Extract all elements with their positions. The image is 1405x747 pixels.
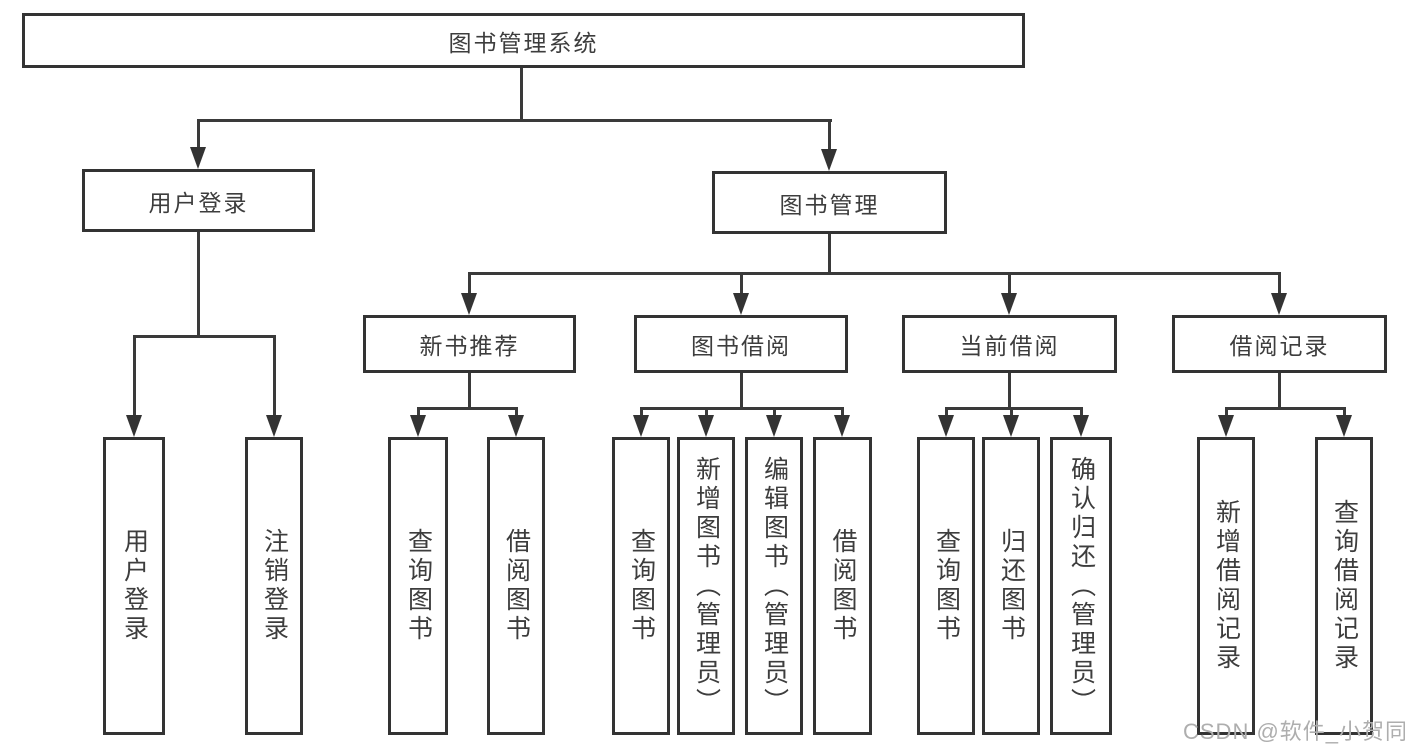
node-new-book-recommend: 新书推荐 <box>363 315 576 373</box>
node-user-login-label: 用户登录 <box>148 189 249 216</box>
leaf-query-books-borrow-label: 查询图书 <box>627 528 656 644</box>
connector-line <box>640 407 643 417</box>
connector-line <box>945 407 948 417</box>
connector-line <box>520 68 523 122</box>
arrowhead-icon <box>1336 415 1352 437</box>
connector-line <box>740 272 743 295</box>
leaf-query-borrow-record-label: 查询借阅记录 <box>1330 499 1359 673</box>
watermark: CSDN @软件_小贺同学 <box>1183 719 1405 744</box>
node-root: 图书管理系统 <box>22 13 1025 68</box>
connector-line <box>515 407 518 417</box>
connector-line <box>641 407 843 410</box>
leaf-borrow-books-label: 借阅图书 <box>829 528 857 644</box>
connector-line <box>273 335 276 417</box>
node-current-borrow-label: 当前借阅 <box>959 333 1060 359</box>
arrowhead-icon <box>461 293 477 315</box>
leaf-query-books-recommend: 查询图书 <box>388 437 448 735</box>
connector-line <box>1008 272 1011 295</box>
connector-line <box>705 407 708 417</box>
node-new-book-recommend-label: 新书推荐 <box>419 333 520 359</box>
node-book-borrow: 图书借阅 <box>634 315 848 373</box>
arrowhead-icon <box>821 149 837 171</box>
leaf-confirm-return-admin-label: 确认归还（管理员） <box>1067 455 1096 717</box>
connector-line <box>773 407 776 417</box>
connector-line <box>197 119 200 149</box>
leaf-add-borrow-record-label: 新增借阅记录 <box>1212 499 1241 673</box>
node-book-management-label: 图书管理 <box>779 191 880 218</box>
leaf-query-borrow-record: 查询借阅记录 <box>1315 437 1373 735</box>
leaf-return-books-label: 归还图书 <box>997 528 1026 644</box>
node-root-label: 图书管理系统 <box>448 29 599 56</box>
leaf-logout: 注销登录 <box>245 437 303 735</box>
connector-line <box>469 272 1281 275</box>
leaf-logout-label: 注销登录 <box>260 528 289 644</box>
connector-line <box>946 407 1081 410</box>
leaf-edit-books-admin-label: 编辑图书（管理员） <box>760 455 789 717</box>
node-book-borrow-label: 图书借阅 <box>691 333 791 359</box>
leaf-add-books-admin: 新增图书（管理员） <box>677 437 735 735</box>
connector-line <box>1080 407 1083 417</box>
arrowhead-icon <box>126 415 142 437</box>
leaf-borrow-books: 借阅图书 <box>813 437 872 735</box>
connector-line <box>133 335 136 417</box>
leaf-query-books-borrow: 查询图书 <box>612 437 670 735</box>
connector-line <box>418 407 516 410</box>
connector-line <box>197 119 832 122</box>
arrowhead-icon <box>938 415 954 437</box>
leaf-query-books-current-label: 查询图书 <box>932 528 961 644</box>
leaf-user-login-label: 用户登录 <box>120 528 149 644</box>
node-book-management: 图书管理 <box>712 171 947 234</box>
arrowhead-icon <box>1073 415 1089 437</box>
connector-line <box>1008 373 1011 409</box>
arrowhead-icon <box>508 415 524 437</box>
node-user-login: 用户登录 <box>82 169 315 232</box>
connector-line <box>197 232 200 336</box>
leaf-borrow-books-recommend-label: 借阅图书 <box>502 528 531 644</box>
arrowhead-icon <box>633 415 649 437</box>
connector-line <box>841 407 844 417</box>
leaf-user-login: 用户登录 <box>103 437 165 735</box>
connector-line <box>1225 407 1228 417</box>
arrowhead-icon <box>190 147 206 169</box>
arrowhead-icon <box>1218 415 1234 437</box>
node-borrow-records-label: 借阅记录 <box>1229 333 1330 359</box>
leaf-borrow-books-recommend: 借阅图书 <box>487 437 545 735</box>
leaf-add-books-admin-label: 新增图书（管理员） <box>692 455 721 717</box>
arrowhead-icon <box>698 415 714 437</box>
node-current-borrow: 当前借阅 <box>902 315 1117 373</box>
connector-line <box>468 272 471 295</box>
leaf-add-borrow-record: 新增借阅记录 <box>1197 437 1255 735</box>
connector-line <box>468 373 471 409</box>
leaf-query-books-recommend-label: 查询图书 <box>404 528 433 644</box>
leaf-return-books: 归还图书 <box>982 437 1040 735</box>
connector-line <box>740 373 743 409</box>
arrowhead-icon <box>1001 293 1017 315</box>
connector-line <box>1343 407 1346 417</box>
leaf-query-books-current: 查询图书 <box>917 437 975 735</box>
arrowhead-icon <box>266 415 282 437</box>
arrowhead-icon <box>733 293 749 315</box>
arrowhead-icon <box>410 415 426 437</box>
node-borrow-records: 借阅记录 <box>1172 315 1387 373</box>
connector-line <box>828 234 831 275</box>
leaf-edit-books-admin: 编辑图书（管理员） <box>745 437 803 735</box>
connector-line <box>828 119 831 151</box>
connector-line <box>417 407 420 417</box>
connector-line <box>1010 407 1013 417</box>
arrowhead-icon <box>1271 293 1287 315</box>
arrowhead-icon <box>766 415 782 437</box>
connector-line <box>134 335 274 338</box>
leaf-confirm-return-admin: 确认归还（管理员） <box>1050 437 1112 735</box>
connector-line <box>1278 373 1281 409</box>
arrowhead-icon <box>834 415 850 437</box>
arrowhead-icon <box>1003 415 1019 437</box>
connector-line <box>1278 272 1281 295</box>
connector-line <box>1226 407 1344 410</box>
